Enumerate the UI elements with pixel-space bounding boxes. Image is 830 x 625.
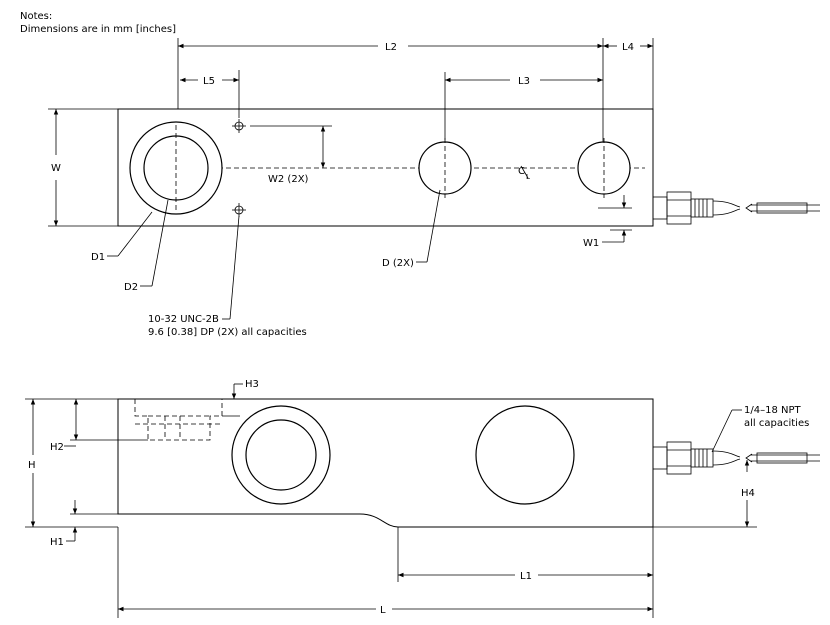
dim-W1: W1	[583, 238, 599, 249]
dim-D2: D2	[124, 282, 138, 293]
dim-L: L	[380, 605, 386, 616]
cable-fitting-top	[652, 191, 820, 225]
notes-heading: Notes:	[20, 11, 52, 22]
npt-note-line1: 1/4–18 NPT	[744, 405, 802, 416]
npt-note-line2: all capacities	[744, 418, 809, 429]
dim-H2: H2	[50, 442, 64, 453]
dim-H: H	[28, 460, 36, 471]
tapped-hole-lower	[232, 203, 246, 217]
cable-fitting-side	[652, 441, 820, 475]
dim-H4: H4	[741, 488, 755, 499]
dim-D1: D1	[91, 252, 105, 263]
side-counterbore-inner	[245, 419, 317, 491]
tapped-hole-upper	[232, 119, 246, 133]
thread-note-line2: 9.6 [0.38] DP (2X) all capacities	[148, 327, 307, 338]
dim-D: D (2X)	[382, 258, 414, 269]
side-through-hole	[475, 405, 575, 505]
dim-H3: H3	[245, 379, 259, 390]
dim-H1: H1	[50, 537, 64, 548]
thread-note-line1: 10-32 UNC-2B	[148, 314, 219, 325]
dim-L1: L1	[520, 571, 532, 582]
dim-L4: L4	[622, 42, 634, 53]
top-view: C L L2 L4	[48, 38, 820, 338]
dim-L3: L3	[518, 76, 530, 87]
centerline-symbol: C	[518, 166, 525, 177]
notes-units: Dimensions are in mm [inches]	[20, 24, 176, 35]
dim-W2: W2 (2X)	[268, 174, 309, 185]
dim-L2: L2	[385, 42, 397, 53]
svg-text:L: L	[526, 173, 530, 181]
dim-L5: L5	[203, 76, 215, 87]
side-view: H H2 H3 H1 H4	[25, 379, 820, 618]
dim-W: W	[51, 163, 61, 174]
